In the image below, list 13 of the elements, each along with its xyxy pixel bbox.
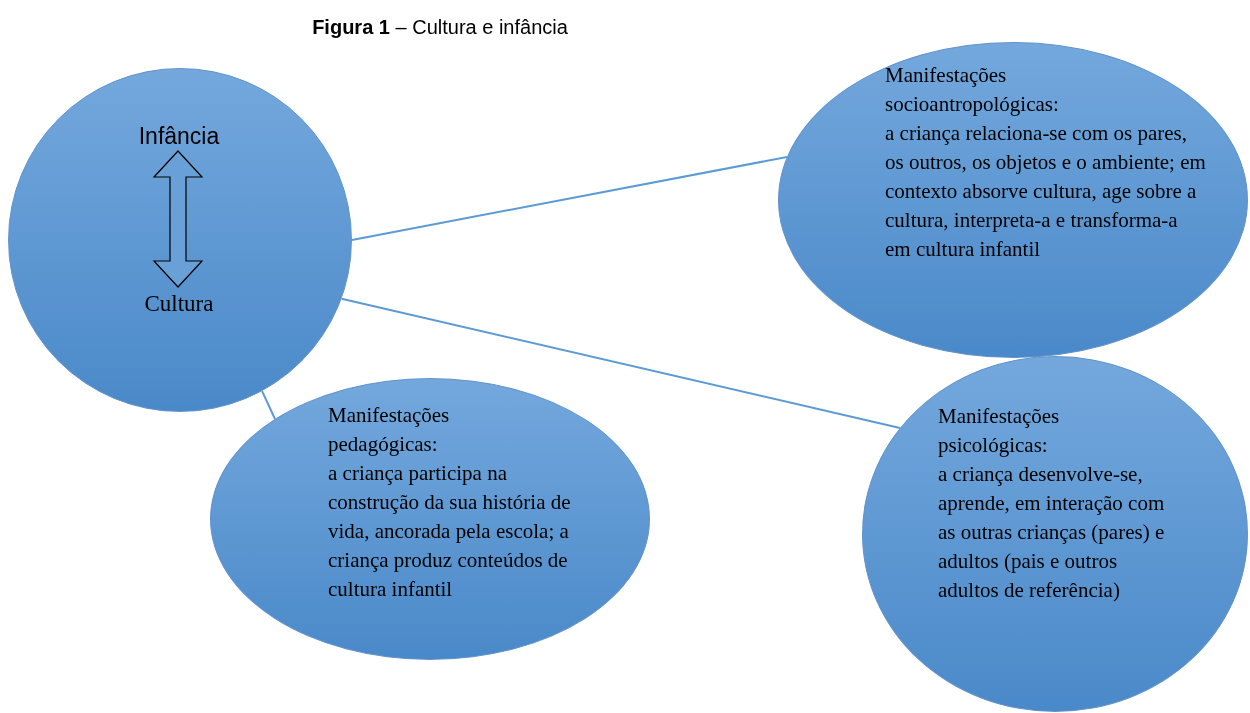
connector-line <box>340 297 901 429</box>
node-heading: Manifestações psicológicas: <box>938 403 1061 459</box>
node-label: Infância <box>119 122 239 150</box>
node-text: a criança relaciona-se com os pares, os outros, os objetos e o ambiente; em contexto absorve cultura, age sobre a cultura, interpreta-a e transforma-a em cultura infantil <box>885 120 1207 263</box>
node-heading: Manifestações socioantropológicas: <box>885 62 1060 118</box>
node-text: a criança participa na construção da sua história de vida, ancorada pela escola; a criança produz conteúdos de cultura infantil <box>328 460 572 603</box>
node-heading: Manifestações pedagógicas: <box>328 402 451 458</box>
connector-line <box>261 390 276 420</box>
connector-line <box>351 156 788 241</box>
node-text: a criança desenvolve-se, aprende, em interação com as outras crianças (pares) e adultos (pais e outros adultos de referência) <box>938 461 1166 604</box>
double-arrow <box>152 150 204 288</box>
figure-title: Figura 1 – Cultura e infância <box>311 15 569 40</box>
node-label: Cultura <box>129 290 229 318</box>
